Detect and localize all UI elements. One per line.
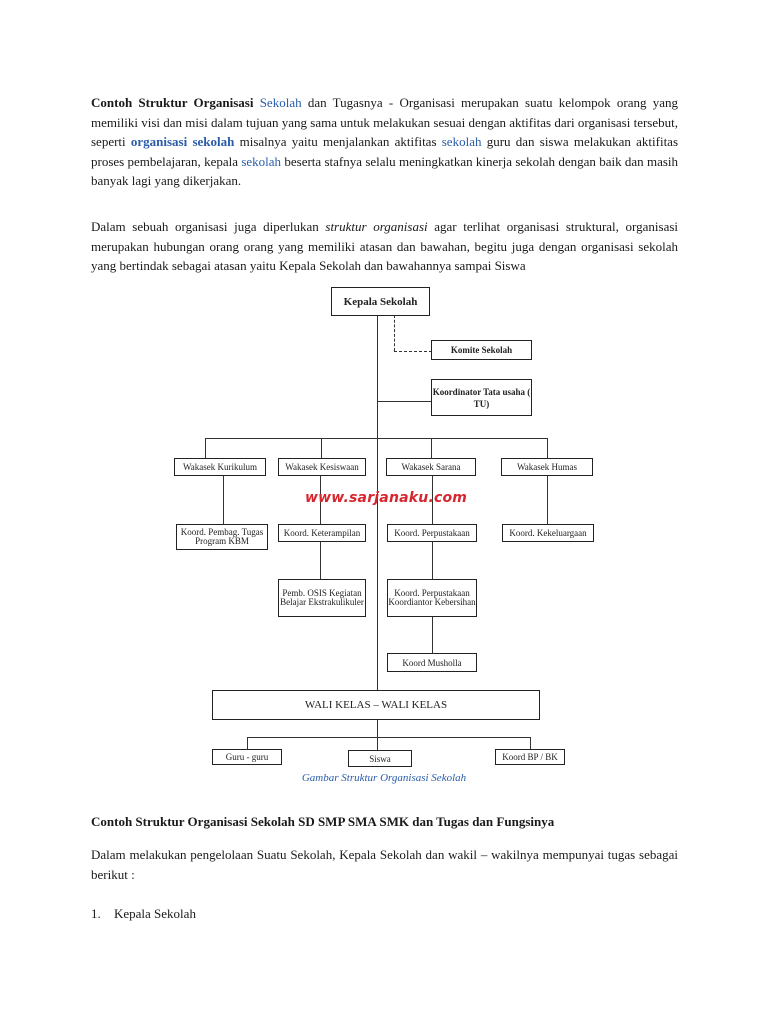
koord-kekeluargaan-box: Koord. Kekeluargaan (502, 524, 594, 542)
main-spine-line (377, 315, 378, 690)
wk-humas-drop (547, 438, 548, 458)
intro-title: Contoh Struktur Organisasi (91, 95, 254, 110)
wakasek-kesiswaan-box: Wakasek Kesiswaan (278, 458, 366, 476)
koordinator-tu-box: Koordinator Tata usaha ( TU) (431, 379, 532, 416)
list-text: Kepala Sekolah (114, 906, 196, 921)
tu-connector-line (377, 401, 431, 402)
bottom-horizontal-line (247, 737, 530, 738)
komite-dash-horizontal (394, 351, 432, 352)
koord-perpustakaan-box: Koord. Perpustakaan (387, 524, 477, 542)
koord-pembag-box: Koord. Pembag. Tugas Program KBM (176, 524, 268, 550)
sekolah-link-2[interactable]: sekolah (441, 134, 482, 150)
intro-text-3: guru dan siswa melakukan aktifitas prose… (91, 134, 679, 169)
perpustakaan-kebersihan-line (432, 542, 433, 579)
organisasi-sekolah-link[interactable]: organisasi sekolah (130, 134, 235, 150)
koord-keterampilan-box: Koord. Keterampilan (278, 524, 366, 542)
bp-drop (530, 737, 531, 749)
wakasek-humas-box: Wakasek Humas (501, 458, 593, 476)
tasks-paragraph: Dalam melakukan pengelolaan Suatu Sekola… (91, 847, 678, 882)
sekolah-link-3[interactable]: sekolah (241, 153, 282, 169)
sekolah-link[interactable]: Sekolah (259, 95, 302, 110)
wakasek-sarana-box: Wakasek Sarana (386, 458, 476, 476)
list-item: 1. Kepala Sekolah (91, 906, 196, 922)
kepala-sekolah-box: Kepala Sekolah (331, 287, 430, 316)
wk-kesiswaan-drop (321, 438, 322, 458)
intro-text-2: misalnya yaitu menjalankan aktifitas (239, 134, 437, 150)
koord-bp-box: Koord BP / BK (495, 749, 565, 765)
koord-musholla-box: Koord Musholla (387, 653, 477, 672)
wali-kelas-box: WALI KELAS – WALI KELAS (212, 690, 540, 720)
keterampilan-osis-line (320, 542, 321, 579)
figure-caption: Gambar Struktur Organisasi Sekolah (301, 772, 467, 784)
intro-text-1: dan Tugasnya - Organisasi merupakan suat… (91, 95, 679, 150)
koord-kebersihan-box: Koord. Perpustakaan Koordiantor Kebersih… (387, 579, 477, 617)
structure-paragraph: Dalam sebuah organisasi juga diperlukan … (91, 217, 678, 276)
struktur-organisasi-term: struktur organisasi (325, 219, 428, 234)
watermark-text: www.sarjanaku.com (305, 490, 468, 506)
para2-text-1: Dalam sebuah organisasi juga diperlukan (91, 219, 319, 234)
siswa-box: Siswa (348, 750, 412, 767)
wakasek-horizontal-line (205, 438, 548, 439)
intro-paragraph: Contoh Struktur Organisasi Sekolah dan T… (91, 93, 678, 191)
wk-sarana-drop (431, 438, 432, 458)
list-number: 1. (91, 906, 101, 921)
komite-sekolah-box: Komite Sekolah (431, 340, 532, 360)
kebersihan-musholla-line (432, 617, 433, 653)
wakasek-kurikulum-box: Wakasek Kurikulum (174, 458, 266, 476)
para2-text-2: agar terlihat organisasi struktural, org… (91, 219, 679, 274)
humas-koord-line (547, 476, 548, 524)
intro-text-4: beserta stafnya selalu meningkatkan kine… (91, 153, 679, 189)
guru-drop (247, 737, 248, 749)
section-heading: Contoh Struktur Organisasi Sekolah SD SM… (91, 814, 555, 829)
wk-kurikulum-drop (205, 438, 206, 458)
guru-box: Guru - guru (212, 749, 282, 765)
siswa-drop (377, 720, 378, 750)
sarana-koord-line (432, 476, 433, 524)
pemb-osis-box: Pemb. OSIS Kegiatan Belajar Ekstrakuliku… (278, 579, 366, 617)
komite-dash-vertical (394, 315, 395, 351)
kurikulum-koord-line (223, 476, 224, 524)
kesiswaan-koord-line (320, 476, 321, 524)
